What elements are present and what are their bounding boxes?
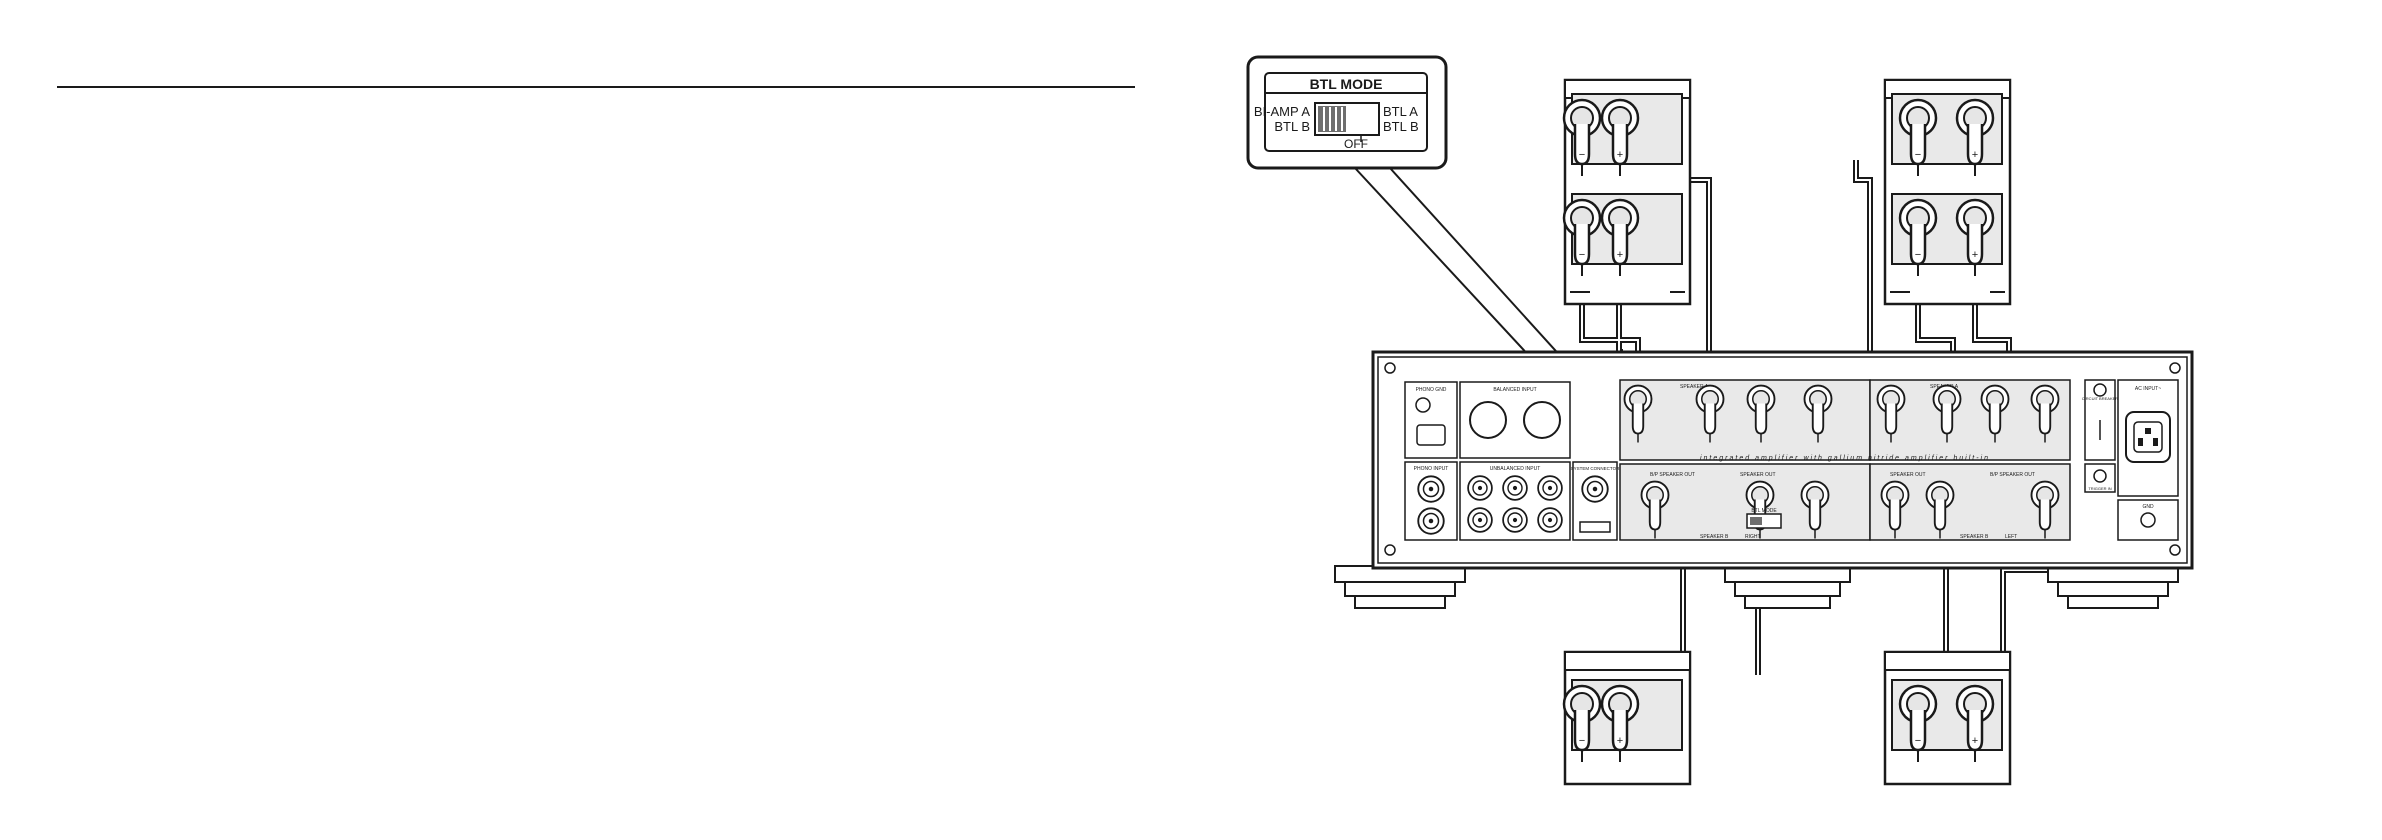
speaker-bottom-left: − + — [1562, 650, 1692, 786]
amplifier-tagline: integrated amplifier with gallium nitrid… — [1700, 455, 1990, 462]
rca-line1-l[interactable] — [1467, 507, 1493, 533]
minus-label: − — [1579, 249, 1585, 261]
phono-gnd-label: PHONO GND — [1416, 387, 1447, 393]
plus-label: + — [1972, 735, 1978, 747]
bi-amp-speaker-out-label: B/P SPEAKER OUT — [1650, 472, 1695, 478]
minus-label: − — [1915, 735, 1921, 747]
minus-label: − — [1579, 735, 1585, 747]
system-connector-label: SYSTEM CONNECTOR — [1571, 466, 1620, 471]
phono-input-label: PHONO INPUT — [1414, 466, 1449, 472]
btl-left-label-bottom: BTL B — [1274, 119, 1310, 134]
btl-mode-panel: BTL MODE BI-AMP A BTL B BTL A BTL B OFF — [1246, 55, 1448, 170]
btl-right-label-bottom: BTL B — [1383, 119, 1419, 134]
rca-phono-r[interactable] — [1417, 475, 1445, 503]
plus-label: + — [1972, 249, 1978, 261]
plus-label: + — [1617, 249, 1623, 261]
rca-line3-l[interactable] — [1537, 507, 1563, 533]
system-switch[interactable] — [1579, 521, 1611, 533]
speaker-a-label: SPEAKER A — [1680, 384, 1709, 390]
bi-amp-speaker-out-label-left: B/P SPEAKER OUT — [1990, 472, 2035, 478]
xlr-left-input[interactable] — [1523, 401, 1561, 439]
rca-line2-r[interactable] — [1502, 475, 1528, 501]
xlr-right-input[interactable] — [1469, 401, 1507, 439]
trigger-label: TRIGGER IN — [2088, 486, 2111, 491]
btl-left-label-top: BI-AMP A — [1254, 104, 1310, 119]
amplifier-rear-panel: PHONO GND BALANCED INPUT PHONO INPUT UNB… — [1371, 350, 2194, 570]
rca-phono-l[interactable] — [1417, 507, 1445, 535]
minus-label: − — [1915, 149, 1921, 161]
btl-bottom-label: OFF — [1344, 137, 1368, 151]
rca-line2-l[interactable] — [1502, 507, 1528, 533]
left-channel-label: LEFT — [2005, 534, 2017, 540]
speaker-out-label: SPEAKER OUT — [1740, 472, 1776, 478]
unbalanced-input-label: UNBALANCED INPUT — [1490, 466, 1541, 472]
gnd-label: GND — [2142, 504, 2154, 510]
speaker-top-right: − + − + — [1883, 78, 2012, 306]
speaker-b-label-left: SPEAKER B — [1960, 534, 1989, 540]
minus-label: − — [1915, 249, 1921, 261]
ac-input-label: AC INPUT~ — [2135, 386, 2161, 392]
usb-port[interactable] — [1416, 424, 1446, 446]
right-channel-label: RIGHT — [1745, 534, 1761, 540]
system-connector-jack[interactable] — [1581, 475, 1609, 503]
amplifier-feet — [1334, 565, 2179, 609]
minus-label: − — [1579, 149, 1585, 161]
trigger-jack[interactable] — [2093, 469, 2107, 483]
rca-line3-r[interactable] — [1537, 475, 1563, 501]
speaker-bottom-right: − + — [1883, 650, 2012, 786]
circuit-breaker-label: CIRCUIT BREAKER — [2082, 396, 2118, 401]
amp-btl-mode-label: BTL MODE — [1751, 508, 1777, 514]
plus-label: + — [1617, 735, 1623, 747]
btl-mode-title: BTL MODE — [1310, 76, 1383, 92]
plus-label: + — [1617, 149, 1623, 161]
gnd-terminal[interactable] — [2140, 512, 2156, 528]
balanced-input-label: BALANCED INPUT — [1493, 387, 1536, 393]
btl-right-label-top: BTL A — [1383, 104, 1418, 119]
speaker-b-label: SPEAKER B — [1700, 534, 1729, 540]
speaker-out-label-left: SPEAKER OUT — [1890, 472, 1926, 478]
circuit-breaker-button[interactable] — [2093, 383, 2107, 397]
phono-gnd-terminal[interactable] — [1415, 397, 1431, 413]
rca-line1-r[interactable] — [1467, 475, 1493, 501]
plus-label: + — [1972, 149, 1978, 161]
speaker-top-left: − + − + — [1562, 78, 1692, 306]
